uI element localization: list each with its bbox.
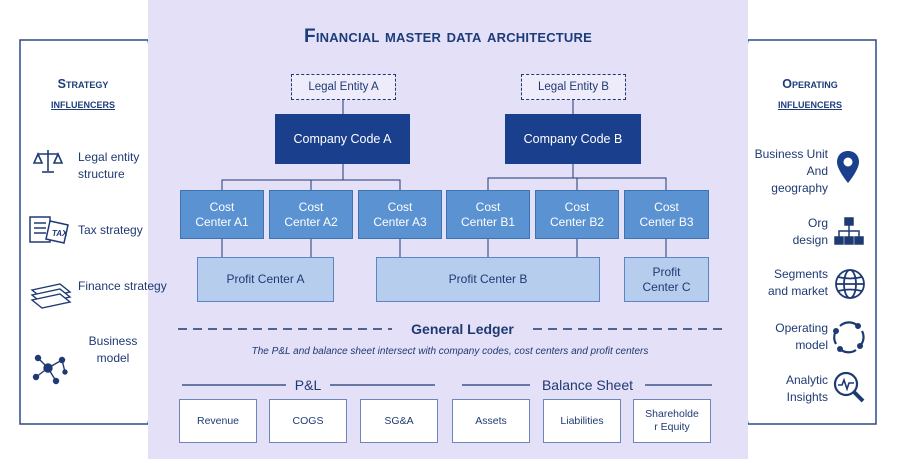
account-sga: SG&A [360,399,438,443]
org-chart-icon [833,216,865,246]
cost-center-b3: Cost Center B3 [624,190,709,239]
profit-center-b: Profit Center B [376,257,600,302]
cycle-icon [832,320,866,354]
scales-icon [33,146,63,176]
company-code-b: Company Code B [505,114,641,164]
operating-analytic-text: Analytic Insights [785,373,828,404]
general-ledger-subtitle: The P&L and balance sheet intersect with… [251,346,649,357]
page-title: Financial master data architecture [304,26,592,47]
legal-entity-a: Legal Entity A [291,74,396,100]
cost-center-a1: Cost Center A1 [180,190,264,239]
cost-center-a2: Cost Center A2 [269,190,353,239]
account-revenue: Revenue [179,399,257,443]
analytics-magnifier-icon [832,370,866,404]
network-icon [30,350,68,386]
svg-text:TAX: TAX [52,229,68,238]
company-code-a: Company Code A [275,114,410,164]
account-shareholder-equity: Shareholde r Equity [633,399,711,443]
account-cogs: COGS [269,399,347,443]
balance-sheet-label: Balance Sheet [541,377,634,393]
strategy-tax-text: Tax strategy [78,223,143,237]
account-assets: Assets [452,399,530,443]
pnl-label: P&L [294,377,322,393]
general-ledger-title: General Ledger [411,321,514,337]
operating-segments-text: Segments and market [767,267,828,298]
location-pin-icon [836,150,860,184]
operating-business-unit-text: Business Unit And geography [754,147,828,195]
strategy-legal-entity-text: Legal entity structure [78,150,140,181]
operating-influencers-title: Operating influencers [777,77,842,111]
strategy-finance-text: Finance strategy [78,279,167,293]
money-stack-icon [30,282,72,310]
cost-center-b1: Cost Center B1 [446,190,530,239]
account-liabilities: Liabilities [543,399,621,443]
operating-model-text: Operating model [775,321,828,352]
tax-document-icon: TAX [28,215,72,245]
profit-center-a: Profit Center A [197,257,334,302]
profit-center-c: Profit Center C [624,257,709,302]
legal-entity-b: Legal Entity B [521,74,626,100]
cost-center-a3: Cost Center A3 [358,190,442,239]
strategy-influencers-title: Strategy influencers [50,77,115,111]
strategy-business-model-text: Business model [88,334,138,365]
cost-center-b2: Cost Center B2 [535,190,619,239]
globe-icon [834,268,866,300]
operating-org-design-text: Org design [792,216,828,247]
